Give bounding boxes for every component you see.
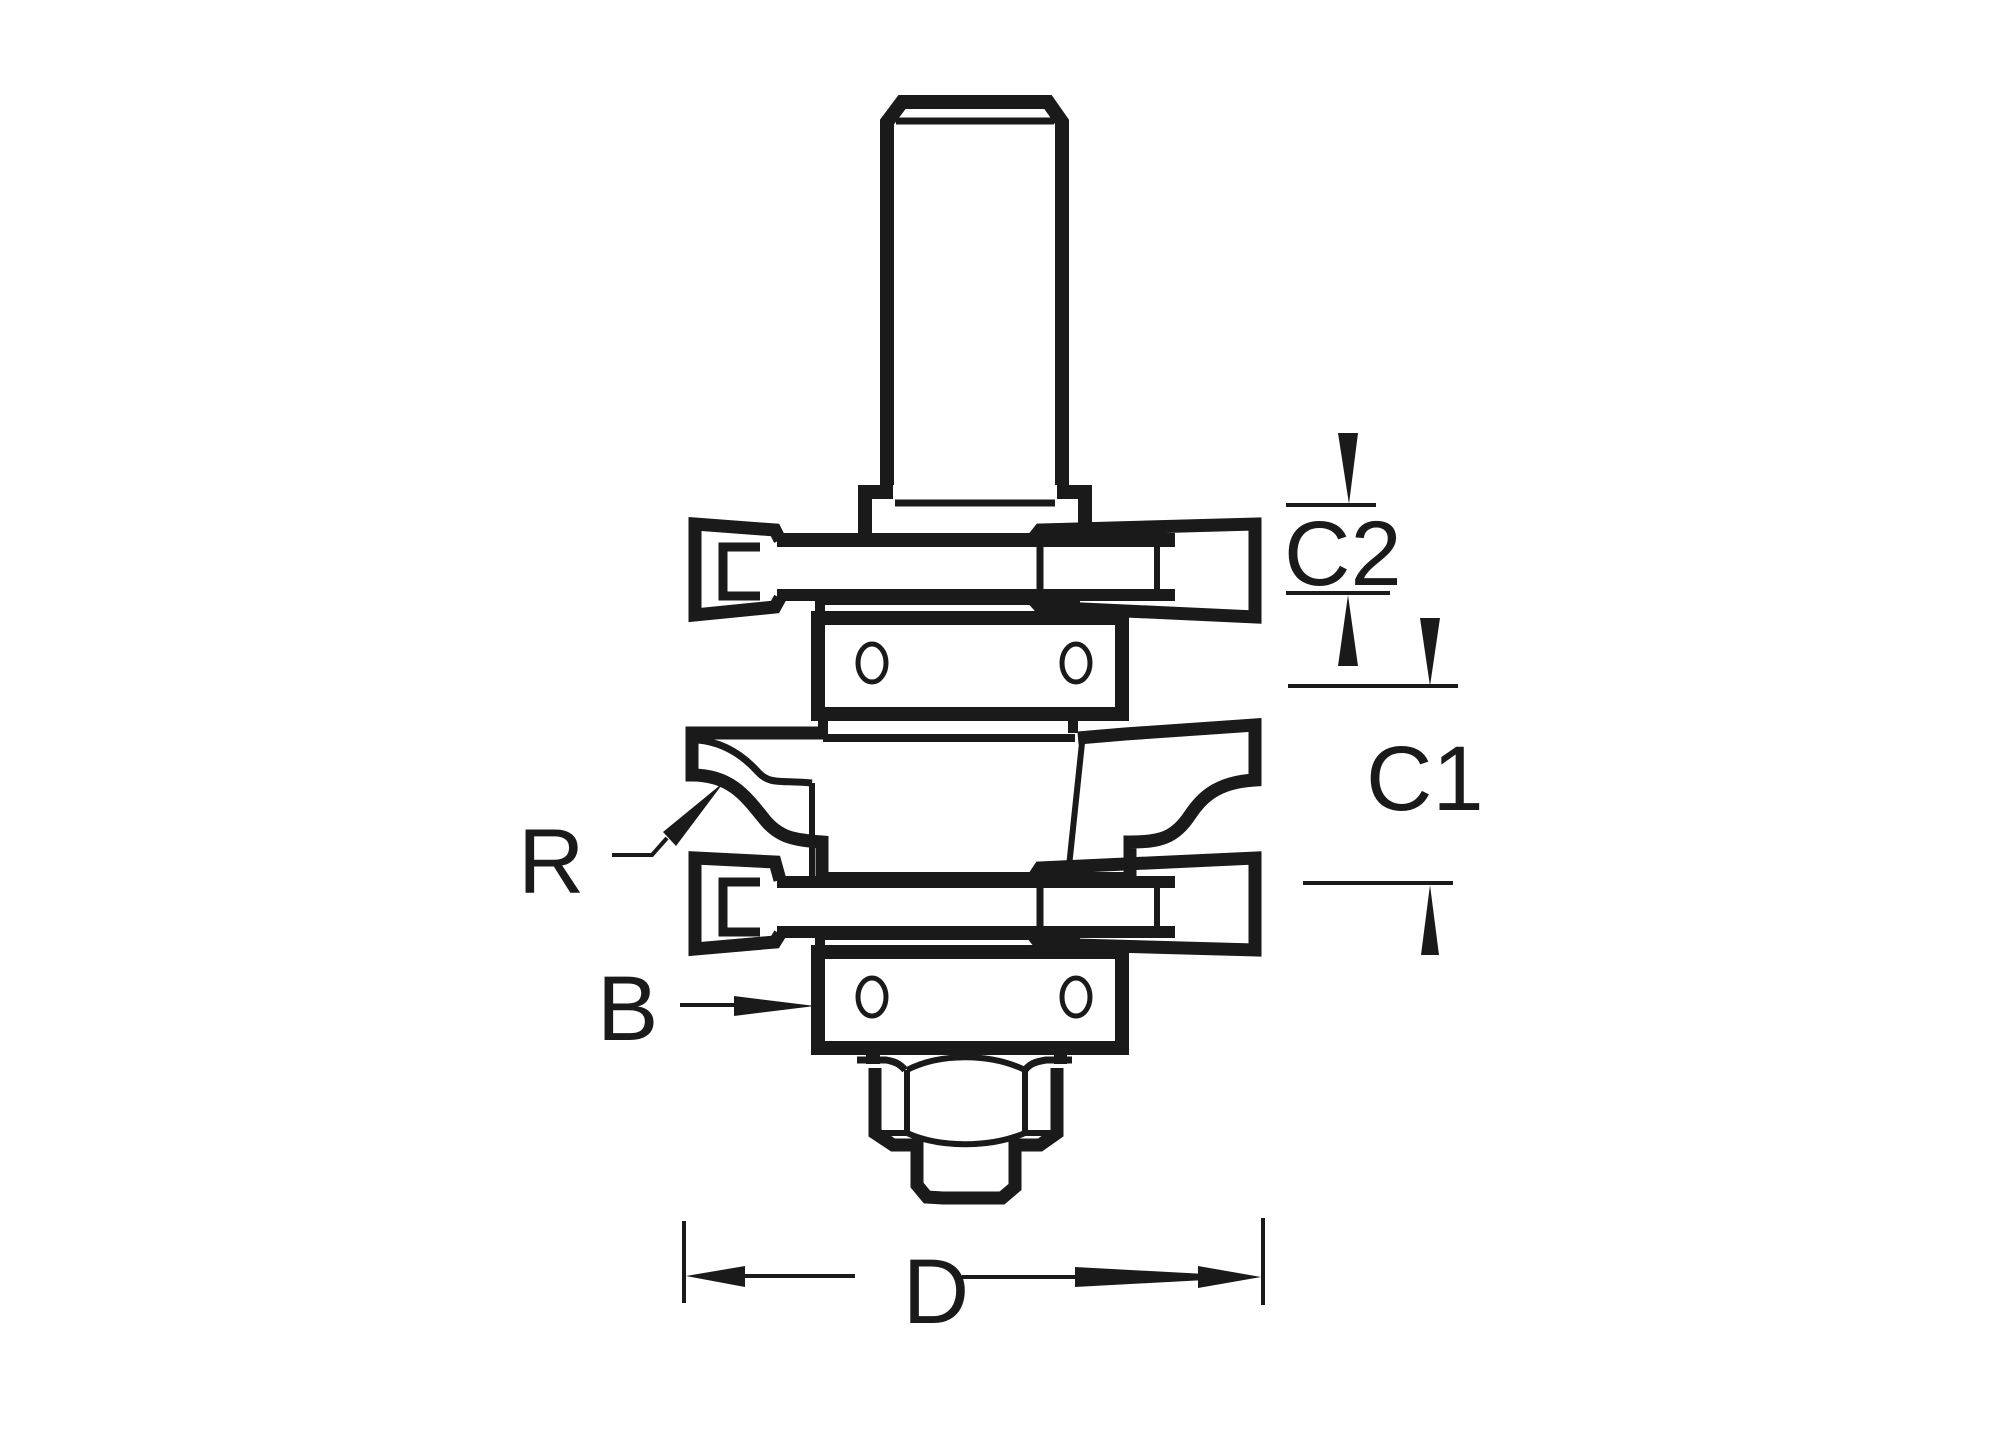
dimension-d: D xyxy=(682,1218,1265,1343)
lower-cutter xyxy=(688,851,1262,957)
shank xyxy=(858,95,1092,540)
label-b: B xyxy=(597,958,658,1060)
upper-bearing xyxy=(811,611,1129,733)
label-d: D xyxy=(903,1241,969,1343)
label-c2: C2 xyxy=(1284,503,1402,605)
dimension-c1: C1 xyxy=(1288,618,1484,955)
lower-bearing xyxy=(811,945,1129,1055)
profile-cutter xyxy=(685,718,1262,880)
label-r: R xyxy=(518,811,584,913)
upper-cutter xyxy=(688,516,1262,624)
dimension-c2: C2 xyxy=(1284,433,1402,666)
label-c1: C1 xyxy=(1366,728,1484,830)
dimension-r: R xyxy=(518,782,724,913)
retaining-nut xyxy=(830,1047,1080,1205)
dimension-b: B xyxy=(597,958,815,1060)
